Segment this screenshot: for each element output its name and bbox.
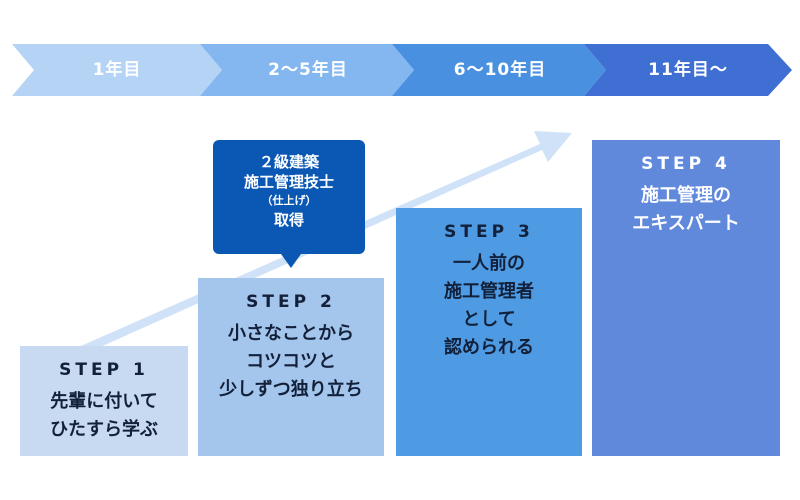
timeline-phase-2-label: 2〜5年目 [268,60,348,80]
qualification-callout: ２級建築 施工管理技士 （仕上げ） 取得 [213,140,365,268]
step-3-box: STEP 3 一人前の 施工管理者 として 認められる [396,208,582,456]
step-4-box: STEP 4 施工管理の エキスパート [592,140,780,456]
step-4-description: 施工管理の エキスパート [632,185,740,234]
step-1-title: STEP 1 [59,360,149,380]
step-2-box: STEP 2 小さなことから コツコツと 少しずつ独り立ち [198,278,384,456]
callout-line-2: 施工管理技士 [243,173,334,191]
timeline-phase-2-shape [200,44,414,96]
step-1-description: 先輩に付いて ひたすら学ぶ [50,391,158,440]
timeline-phase-3-shape [392,44,606,96]
step-3-title: STEP 3 [444,222,534,242]
step-4-title: STEP 4 [641,154,731,174]
step-2-description: 小さなことから コツコツと 少しずつ独り立ち [219,323,363,400]
timeline-phase-1-shape [12,44,222,96]
timeline-phase-1-label: 1年目 [92,60,142,80]
timeline-phase-4-label: 11年目〜 [648,60,728,80]
step-3-description: 一人前の 施工管理者 として 認められる [444,253,534,358]
callout-line-4: 取得 [273,211,304,229]
timeline-phase-3-label: 6〜10年目 [453,60,547,80]
timeline-phase-4-shape [584,44,792,96]
step-2-title: STEP 2 [246,292,336,312]
timeline-band [12,44,792,96]
step-1-box: STEP 1 先輩に付いて ひたすら学ぶ [20,346,188,456]
callout-line-1: ２級建築 [258,153,319,171]
callout-line-3: （仕上げ） [261,194,317,207]
